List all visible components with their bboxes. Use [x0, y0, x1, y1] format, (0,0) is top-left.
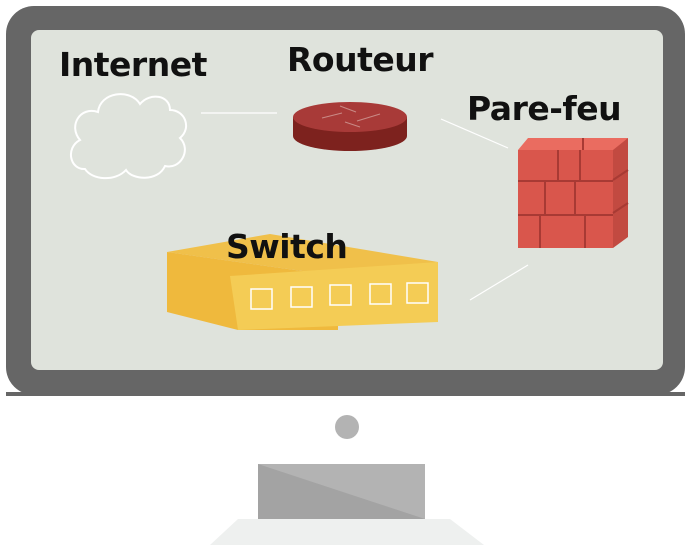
- connection-lines: [201, 112, 529, 301]
- cloud-icon: [70, 93, 188, 180]
- power-button: [335, 415, 359, 439]
- firewall-icon: [518, 138, 629, 248]
- internet-label: Internet: [59, 45, 207, 84]
- link-firewall-switch: [469, 264, 529, 301]
- monitor-chin: [6, 392, 685, 396]
- link-router-firewall: [440, 118, 509, 149]
- switch-label: Switch: [226, 227, 348, 266]
- monitor-stand: [210, 464, 484, 545]
- switch-icon: [167, 234, 438, 330]
- router-icon: [293, 102, 407, 151]
- firewall-label: Pare-feu: [467, 89, 622, 128]
- router-label: Routeur: [287, 40, 434, 79]
